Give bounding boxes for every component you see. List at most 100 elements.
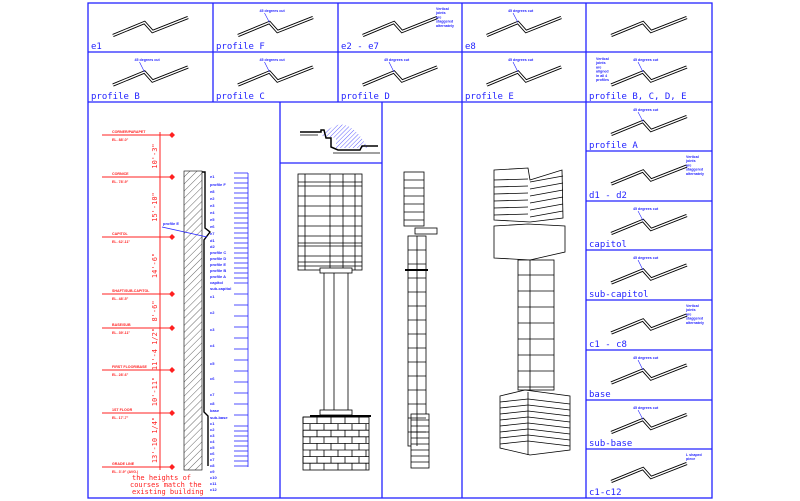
level-marker: GRADE LINE EL. 3'-9" (AVG.) bbox=[102, 462, 175, 474]
cut-note: 45 degrees cut bbox=[384, 58, 410, 62]
cell-label: sub-base bbox=[589, 439, 632, 449]
cut-note: 45 degrees cut bbox=[260, 9, 286, 13]
course-label: e8 bbox=[210, 189, 215, 194]
cell-label: profile F bbox=[216, 42, 265, 52]
stone-piece-sketch bbox=[610, 462, 688, 483]
cell-label: c1 - c8 bbox=[589, 340, 627, 350]
course-label: c3 bbox=[210, 433, 215, 438]
course-label: c3 bbox=[210, 327, 215, 332]
svg-text:CAPITOL: CAPITOL bbox=[112, 232, 129, 236]
cut-note: 45 degrees cut bbox=[633, 108, 659, 112]
stone-piece-sketch bbox=[486, 65, 562, 87]
sheet-frame bbox=[87, 2, 713, 499]
stone-piece-sketch bbox=[112, 16, 189, 37]
cell-label: e8 bbox=[465, 42, 476, 52]
svg-text:GRADE LINE: GRADE LINE bbox=[112, 462, 135, 466]
svg-text:1ST FLOOR: 1ST FLOOR bbox=[112, 408, 133, 412]
course-label: d1 bbox=[210, 238, 215, 243]
course-label: e3 bbox=[210, 203, 215, 208]
course-label: profile E bbox=[210, 262, 226, 267]
svg-text:EL. 3'-9" (AVG.): EL. 3'-9" (AVG.) bbox=[112, 470, 139, 474]
cut-note: 45 degrees cut bbox=[260, 58, 286, 62]
course-label: c10 bbox=[210, 475, 217, 480]
detail-cell: 45 degrees cut profile C bbox=[216, 58, 314, 102]
cell-label: d1 - d2 bbox=[589, 191, 627, 201]
stone-piece-sketch bbox=[486, 16, 562, 37]
cell-label: profile B, C, D, E bbox=[589, 92, 687, 102]
detail-cell: 45 degrees cut profile D bbox=[341, 58, 438, 102]
stone-piece-sketch bbox=[112, 65, 189, 87]
course-label: sub-capitol bbox=[210, 286, 231, 291]
stone-piece-sketch bbox=[610, 413, 688, 434]
course-label: e2 bbox=[210, 196, 215, 201]
dimension-label: 11'-4 1/2" bbox=[151, 328, 159, 370]
stone-piece-sketch bbox=[610, 16, 688, 37]
detail-cell: 45 degrees cut e8 bbox=[465, 9, 562, 52]
stone-piece-sketch bbox=[237, 65, 314, 87]
course-label: profile B bbox=[210, 268, 226, 273]
svg-text:EL. 88'-0": EL. 88'-0" bbox=[112, 138, 129, 142]
course-label: e4 bbox=[210, 210, 215, 215]
cell-label: profile B bbox=[91, 92, 140, 102]
stone-piece-sketch bbox=[610, 164, 688, 186]
cell-label: e1 bbox=[91, 42, 102, 52]
front-elevation bbox=[297, 173, 371, 471]
dimension-label: 15'-10" bbox=[151, 192, 159, 222]
course-label: c8 bbox=[210, 401, 215, 406]
detail-cell: e1 bbox=[91, 16, 189, 52]
course-label: c5 bbox=[210, 445, 215, 450]
course-label: c11 bbox=[210, 481, 217, 486]
course-label: c7 bbox=[210, 392, 215, 397]
svg-text:CORNICE: CORNICE bbox=[112, 172, 129, 176]
cut-note: 45 degrees cut bbox=[508, 9, 534, 13]
course-label: base bbox=[210, 408, 220, 413]
stone-piece-sketch bbox=[237, 16, 314, 37]
course-label: sub-base bbox=[210, 415, 228, 420]
course-label: profile C bbox=[210, 250, 226, 255]
svg-text:EL. 39'-11": EL. 39'-11" bbox=[112, 331, 130, 335]
course-label: profile F bbox=[210, 182, 226, 187]
course-label: c4 bbox=[210, 343, 215, 348]
stone-piece-sketch bbox=[610, 363, 688, 385]
course-label: e5 bbox=[210, 217, 215, 222]
cornice-profile-detail bbox=[300, 124, 380, 154]
cell-label: profile C bbox=[216, 92, 265, 102]
cut-note: 45 degrees cut bbox=[633, 356, 659, 360]
course-label: c2 bbox=[210, 427, 215, 432]
cell-label: profile A bbox=[589, 141, 638, 151]
dimension-label: 10'-11" bbox=[151, 377, 159, 407]
course-label: c5 bbox=[210, 361, 215, 366]
cell-label: base bbox=[589, 390, 611, 400]
course-label: c6 bbox=[210, 451, 215, 456]
course-label: c2 bbox=[210, 310, 215, 315]
cell-label: profile D bbox=[341, 92, 390, 102]
dimension-label: 13'-10 1/4" bbox=[151, 417, 159, 463]
course-label: c12 bbox=[210, 487, 217, 492]
cut-note: 45 degrees cut bbox=[633, 256, 659, 260]
cell-label: c1-c12 bbox=[589, 488, 622, 498]
course-label: c1 bbox=[210, 294, 215, 299]
svg-text:EL. 28'-6": EL. 28'-6" bbox=[112, 373, 129, 377]
stone-piece-sketch bbox=[362, 65, 438, 87]
stone-piece-sketch bbox=[610, 65, 688, 87]
cell-label: profile E bbox=[465, 92, 514, 102]
cut-note: 45 degrees cut bbox=[135, 58, 161, 62]
stone-piece-sketch bbox=[610, 214, 688, 235]
course-label: e1 bbox=[210, 174, 215, 179]
course-label: capitol bbox=[210, 280, 223, 285]
cut-note: 45 degrees cut bbox=[633, 58, 659, 62]
dimension-label: 14'-6" bbox=[151, 253, 159, 278]
